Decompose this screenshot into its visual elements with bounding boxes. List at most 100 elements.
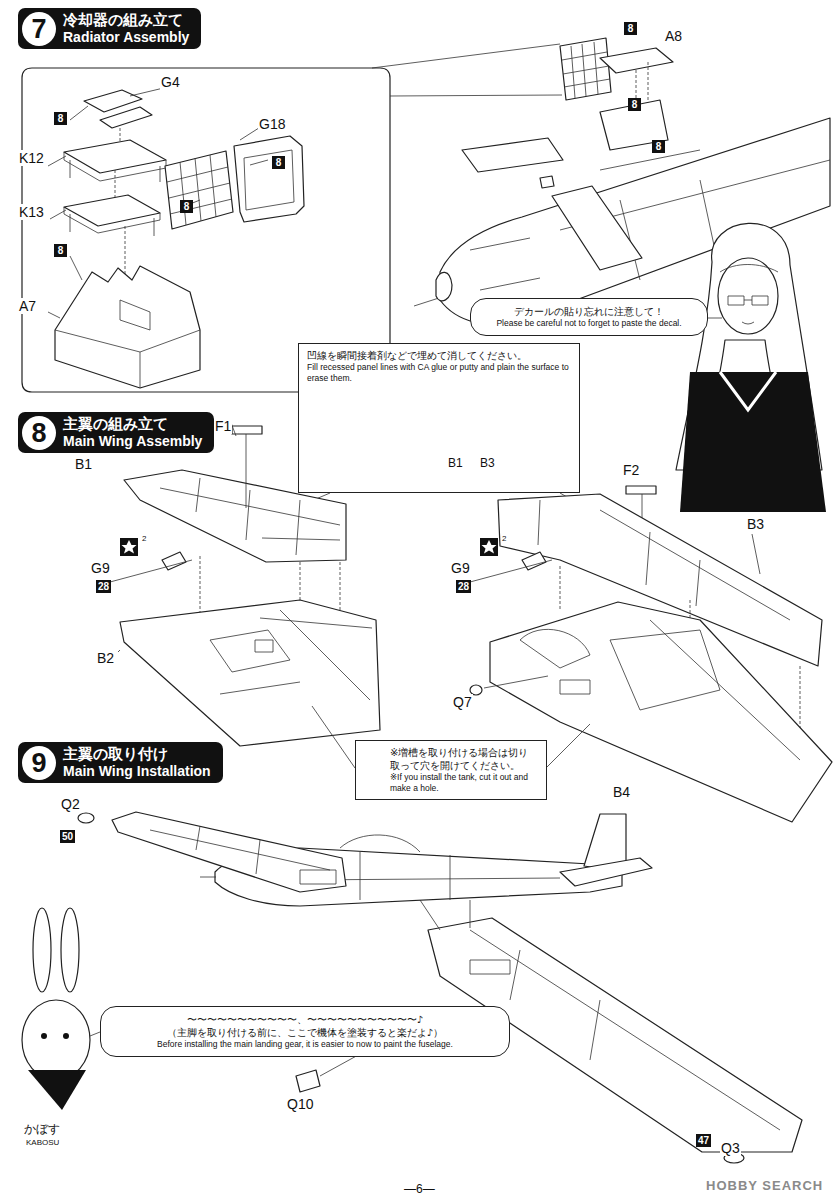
main-wing-parts-line <box>626 486 656 494</box>
main-wing-parts-line <box>470 560 552 582</box>
callout-number: 8 <box>652 140 665 153</box>
main-wing-parts-line <box>230 420 246 508</box>
part-label: B1 <box>74 456 93 472</box>
callout-number: 8 <box>54 112 67 125</box>
girl-character-line <box>718 258 778 334</box>
wing-installation-line <box>112 812 346 892</box>
step-heading: 冷却器の組み立てRadiator Assembly <box>63 11 189 46</box>
speech-bubble: 〜〜〜〜〜〜〜〜〜〜〜、〜〜〜〜〜〜〜〜〜〜〜♪（主脚を取り付ける前に、ここで機… <box>100 1006 510 1057</box>
part-label: G9 <box>450 560 471 576</box>
note-text-en: ※If you install the tank, cut it out and… <box>390 772 538 794</box>
tiny-label: 2 <box>502 534 506 544</box>
radiator-inset-line <box>64 195 160 226</box>
rabbit-character-line <box>28 1070 86 1110</box>
girl-character-line <box>706 318 722 319</box>
note-text-ja: 凹線を瞬間接着剤などで埋めて消してください。 <box>307 349 571 362</box>
wing-installation-line <box>150 826 336 884</box>
tiny-label: 2 <box>142 534 146 544</box>
fuselage-radiator-line <box>562 42 610 98</box>
callout-number: 8 <box>54 244 67 257</box>
note-text-en: Fill recessed panel lines with CA glue o… <box>307 362 571 384</box>
rabbit-character-line <box>41 1033 47 1039</box>
small-label: B3 <box>480 456 495 470</box>
step-banner: 7冷却器の組み立てRadiator Assembly <box>18 8 201 49</box>
callout-number: 8 <box>628 98 641 111</box>
part-label: F1 <box>214 418 232 434</box>
callout-number: 28 <box>96 580 111 593</box>
main-wing-parts-line <box>120 538 138 556</box>
watermark: HOBBY SEARCH <box>706 1178 823 1194</box>
radiator-inset-line <box>64 140 166 173</box>
part-label: Q3 <box>720 1140 741 1156</box>
callout-number: 28 <box>456 580 471 593</box>
rabbit-character-line <box>22 1000 90 1080</box>
main-wing-parts-line <box>120 600 380 746</box>
note-box: ※増槽を取り付ける場合は切り取って穴を開けてください。※If you insta… <box>355 740 547 800</box>
tiny-label: KABOSU <box>26 1138 59 1148</box>
girl-character-line <box>680 372 826 512</box>
callout-number: 47 <box>696 1134 711 1147</box>
part-label: F2 <box>622 462 640 478</box>
step-title-en: Radiator Assembly <box>63 29 189 46</box>
rabbit-character-line <box>61 908 79 992</box>
fuselage-radiator-line <box>540 176 554 188</box>
main-wing-parts-line <box>118 650 120 652</box>
note-text-ja: （主脚を取り付ける前に、ここで機体を塗装すると楽だよ♪） <box>113 1026 497 1039</box>
fuselage-radiator-line <box>436 272 452 301</box>
part-label: G18 <box>258 116 286 132</box>
radiator-inset-line <box>167 155 232 225</box>
radiator-inset-line <box>165 151 233 229</box>
main-wing-parts-line <box>122 540 137 554</box>
small-label: かぼす <box>24 1122 60 1136</box>
part-label: Q2 <box>60 796 81 812</box>
rabbit-character-line <box>33 908 51 992</box>
part-label: K13 <box>18 204 45 220</box>
part-label: Q10 <box>286 1096 314 1112</box>
step-title-ja: 主翼の取り付け <box>63 745 211 763</box>
rabbit-character-line <box>90 1032 100 1036</box>
main-wing-parts-line <box>232 426 262 434</box>
main-wing-parts-line <box>210 610 372 700</box>
main-wing-parts-line <box>538 500 790 620</box>
part-label: G9 <box>90 560 111 576</box>
part-label: K12 <box>18 150 45 166</box>
step-heading: 主翼の組み立てMain Wing Assembly <box>63 415 202 450</box>
note-text-ja: デカールの貼り忘れに注意して！ <box>483 305 695 318</box>
main-wing-parts-line <box>520 620 800 760</box>
step-number: 8 <box>22 416 56 450</box>
radiator-inset-line <box>55 266 200 388</box>
small-label: B1 <box>448 456 463 470</box>
rabbit-character <box>22 908 100 1110</box>
main-wing-parts-line <box>642 494 760 574</box>
radiator-inset-line <box>240 126 294 210</box>
note-text-ja: ※増槽を取り付ける場合は切り取って穴を開けてください。 <box>390 746 538 772</box>
girl-character-line <box>720 372 776 410</box>
part-label: G4 <box>160 74 181 90</box>
step-number: 9 <box>22 746 56 780</box>
fuselage-radiator-line <box>462 138 563 172</box>
step-banner: 8主翼の組み立てMain Wing Assembly <box>18 412 214 453</box>
part-label: B2 <box>96 650 115 666</box>
step-title-ja: 主翼の組み立て <box>63 415 202 433</box>
callout-number: 8 <box>272 156 285 169</box>
rabbit-character-line <box>63 1033 69 1039</box>
radiator-inset-line <box>64 152 166 182</box>
main-wing-parts-line <box>482 540 497 554</box>
small-label: —6— <box>404 1182 435 1196</box>
note-text-en: Please be careful not to forget to paste… <box>483 318 695 329</box>
wing-installation-line <box>560 858 652 886</box>
step-title-en: Main Wing Assembly <box>63 433 202 450</box>
part-label: A8 <box>664 28 683 44</box>
radiator-inset-line <box>100 107 152 128</box>
wing-installation-line <box>296 1070 320 1092</box>
step-title-en: Main Wing Installation <box>63 763 211 780</box>
radiator-inset-line <box>372 44 562 96</box>
step-number: 7 <box>22 12 56 46</box>
wing-installation-line <box>78 813 94 823</box>
callout-number: 50 <box>60 830 75 843</box>
step-heading: 主翼の取り付けMain Wing Installation <box>63 745 211 780</box>
radiator-inset <box>22 44 562 392</box>
note-text-ja: 〜〜〜〜〜〜〜〜〜〜〜、〜〜〜〜〜〜〜〜〜〜〜♪ <box>113 1013 497 1026</box>
fuselage-radiator-line <box>552 186 642 270</box>
